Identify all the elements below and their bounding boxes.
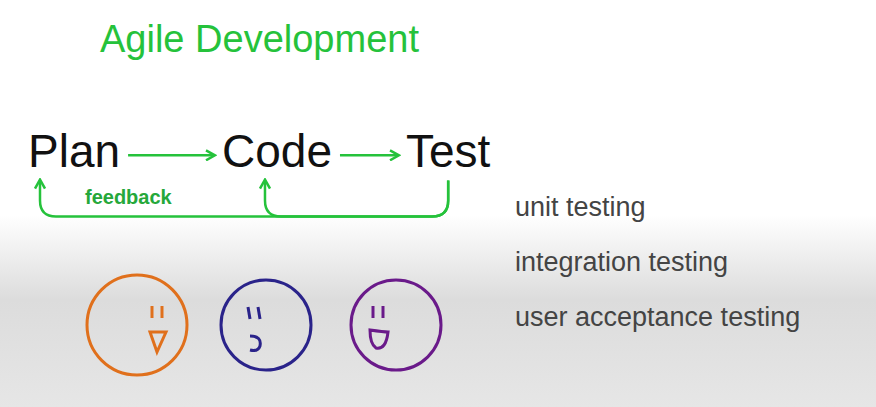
stage-node: Plan: [22, 124, 126, 179]
purple-face: [351, 280, 441, 370]
feedback-arrow: [40, 181, 448, 217]
flow-arrow: [340, 154, 398, 157]
feedback-arrow: [265, 181, 448, 217]
stage-node: Code: [216, 124, 338, 179]
testing-note: integration testing: [515, 247, 728, 278]
stage-node: Test: [400, 124, 496, 179]
stage-label: Test: [406, 126, 490, 177]
stage-label: Plan: [28, 126, 120, 177]
flow-arrow: [128, 154, 214, 157]
blue-face: [221, 280, 311, 370]
orange-face: [87, 275, 187, 375]
diagram-title: Agile Development: [100, 18, 419, 61]
testing-note: user acceptance testing: [515, 302, 800, 333]
stage-label: Code: [222, 126, 332, 177]
testing-note: unit testing: [515, 192, 646, 223]
edge-label: feedback: [82, 186, 175, 209]
